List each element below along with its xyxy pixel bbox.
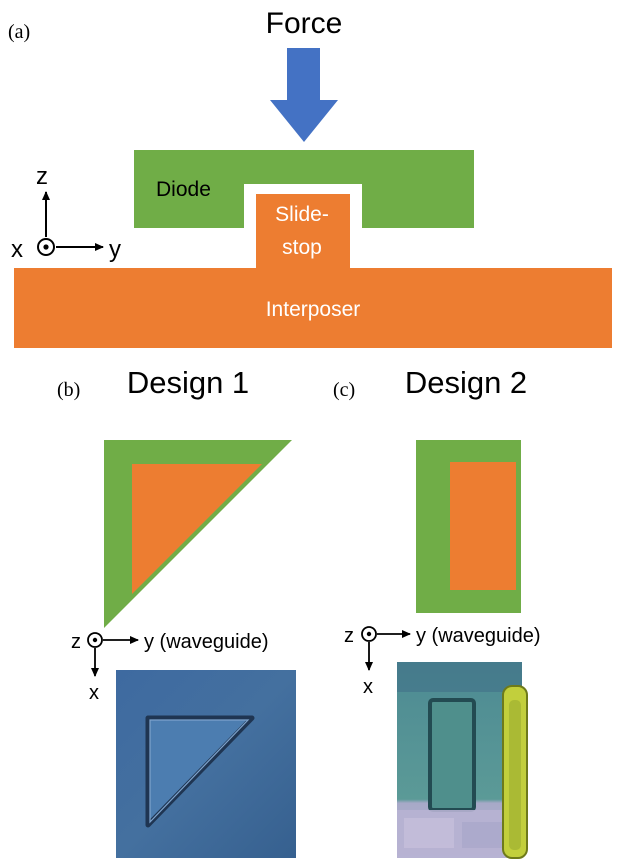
panel-c-label: (c) [333,379,355,401]
axis-triad-c [361,626,411,671]
slidestop-label-line1: Slide- [275,203,329,226]
panel-b-label: (b) [57,379,80,401]
slidestop-shape [256,194,350,274]
axis-a-y-label: y [109,236,121,263]
axis-c-x-label: x [363,676,373,698]
diode-label: Diode [156,178,211,201]
slidestop-label-line2: stop [282,236,322,259]
design2-slidestop-shape [450,462,516,590]
axis-b-y-label: y (waveguide) [144,631,269,653]
force-label: Force [266,7,343,40]
axis-a-z-label: z [36,163,48,190]
axis-triad-a [37,191,104,256]
axis-a-x-label: x [11,236,23,263]
axis-b-x-label: x [89,682,99,704]
axis-triad-b [87,632,139,677]
design1-slidestop-shape [132,464,262,594]
panel-a-label: (a) [8,21,30,43]
axis-c-z-label: z [344,625,354,647]
panel-c-title: Design 2 [405,365,527,400]
axis-b-z-label: z [71,631,81,653]
interposer-label: Interposer [266,298,361,321]
design1-micrograph-image [116,670,296,858]
diode-shape [134,150,474,228]
interposer-shape [14,268,612,348]
design2-micrograph-image [397,662,528,859]
panel-b-title: Design 1 [127,365,249,400]
axis-c-y-label: y (waveguide) [416,625,541,647]
force-arrow-icon [270,48,338,142]
